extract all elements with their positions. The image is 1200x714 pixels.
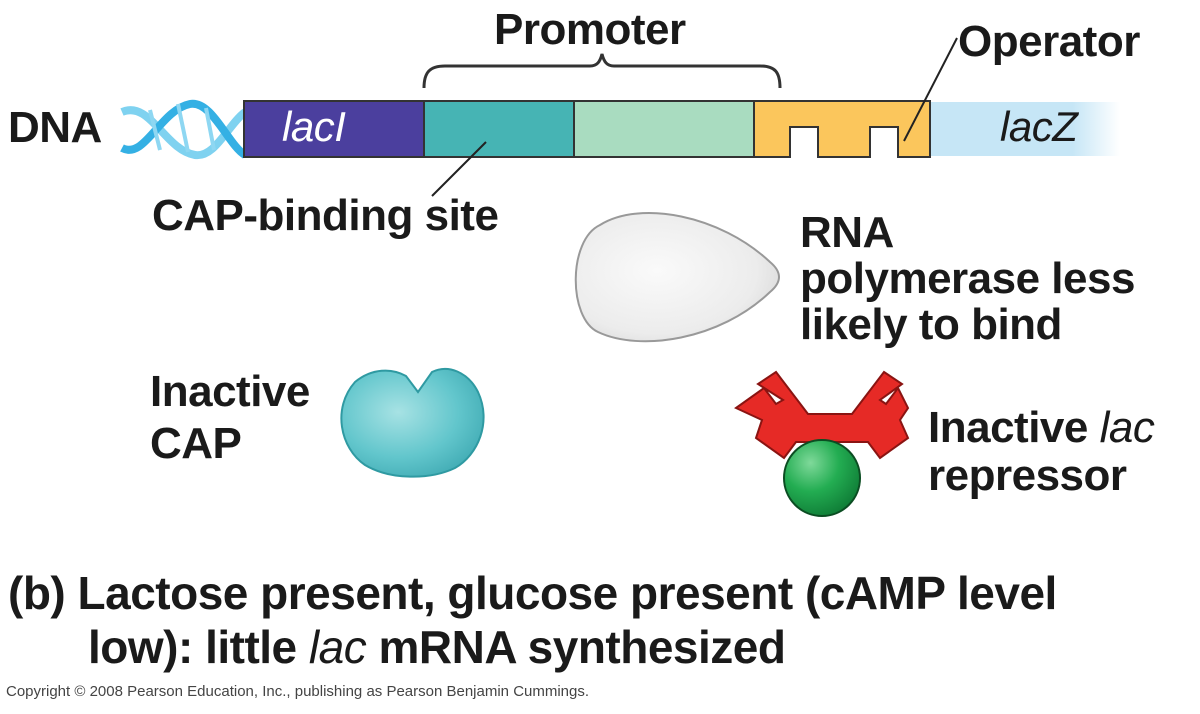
caption-line1: Lactose present, glucose present (cAMP l… xyxy=(77,567,1058,619)
lacZ-label: lacZ xyxy=(1000,103,1078,150)
inactive-cap-line1: Inactive xyxy=(150,367,310,416)
inactive-repressor-label: Inactive lac repressor xyxy=(928,403,1155,500)
lacI-gene[interactable] xyxy=(243,100,425,158)
copyright-notice: Copyright © 2008 Pearson Education, Inc.… xyxy=(6,683,590,700)
inactive-repressor-line2: repressor xyxy=(928,451,1127,500)
rna-polymerase-line1: RNA xyxy=(800,208,894,257)
dna-label: DNA xyxy=(8,103,102,152)
caption-marker: (b) xyxy=(8,567,66,619)
rna-polymerase-shape[interactable] xyxy=(574,212,780,343)
caption-line2-c: mRNA synthesized xyxy=(366,621,786,673)
inactive-repressor-text: Inactive xyxy=(928,403,1100,452)
inactive-cap-shape[interactable] xyxy=(340,367,485,478)
inactive-repressor-shape[interactable] xyxy=(734,370,910,460)
caption-line2-a: low): little xyxy=(88,621,309,673)
inactive-cap-line2: CAP xyxy=(150,419,242,468)
promoter-brace xyxy=(422,53,782,89)
rna-polymerase-label: RNA polymerase less likely to bind xyxy=(800,210,1135,348)
caption-line2-lac: lac xyxy=(308,621,367,673)
dna-helix-icon xyxy=(120,99,248,160)
cap-site-leader-line xyxy=(431,141,487,197)
lac-italic: lac xyxy=(1099,403,1155,452)
lacI-label: lacI xyxy=(282,103,346,150)
operator-label: Operator xyxy=(958,17,1140,66)
inducer-molecule[interactable] xyxy=(783,439,861,517)
rna-polymerase-line2: polymerase less xyxy=(800,254,1135,303)
rna-polymerase-line3: likely to bind xyxy=(800,300,1062,349)
cap-binding-site-segment[interactable] xyxy=(423,100,575,158)
promoter-segment[interactable] xyxy=(573,100,755,158)
promoter-label: Promoter xyxy=(494,5,686,54)
inactive-cap-label: Inactive CAP xyxy=(150,366,310,470)
lacZ-gene[interactable] xyxy=(930,102,1120,156)
operator-leader-line xyxy=(903,37,958,142)
operator-segment[interactable] xyxy=(753,100,931,158)
cap-binding-site-label: CAP-binding site xyxy=(152,191,499,240)
figure-caption: (b) Lactose present, glucose present (cA… xyxy=(8,566,1057,674)
